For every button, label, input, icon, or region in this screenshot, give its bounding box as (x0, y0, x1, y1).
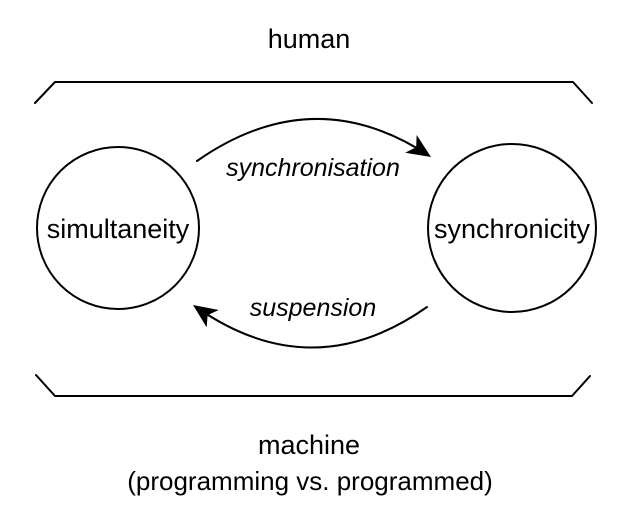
suspension-arrow (193, 304, 428, 349)
synchronisation-arrow (196, 117, 432, 162)
node-label-synchronicity: synchronicity (434, 214, 591, 244)
node-synchronicity-circle (427, 143, 597, 313)
bottom-bracket (35, 374, 591, 397)
node-label-simultaneity: simultaneity (47, 214, 190, 244)
node-simultaneity-circle (36, 146, 200, 310)
bottom-region-sublabel: (programming vs. programmed) (127, 466, 493, 496)
bottom-region-label: machine (258, 430, 360, 460)
top-bracket (34, 81, 593, 104)
edge-label-suspension: suspension (250, 294, 376, 322)
edge-label-synchronisation: synchronisation (226, 154, 400, 182)
top-region-label: human (268, 24, 351, 54)
